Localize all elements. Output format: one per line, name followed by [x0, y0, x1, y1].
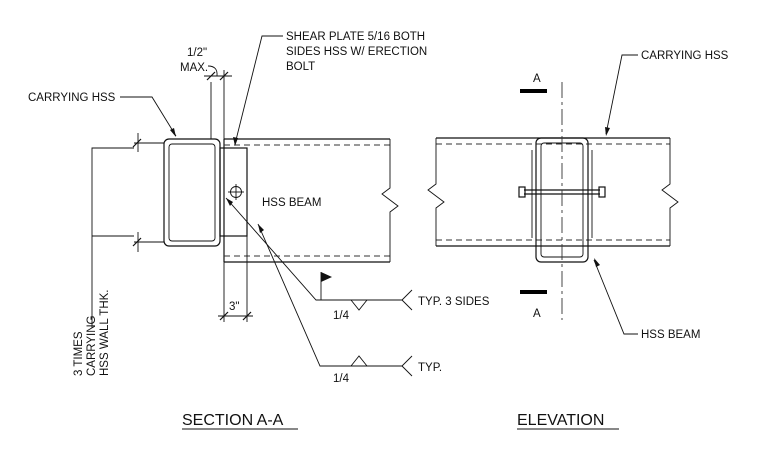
leader-elev-carrying-hss [605, 54, 638, 135]
wall-thk-note: 3 TIMES CARRYING HSS WALL THK. [73, 290, 111, 377]
elev-carrying-hss-label: CARRYING HSS [641, 50, 729, 62]
gap-dim-note: MAX. [180, 62, 208, 74]
shear-plate-note-line2: SIDES HSS W/ ERECTION [286, 46, 427, 58]
shear-plate [219, 147, 248, 237]
elev-hss-beam-label: HSS BEAM [641, 329, 700, 341]
beam-break-line [381, 139, 399, 262]
shear-plate-note-line3: BOLT [286, 61, 315, 73]
section-hss-beam-label: HSS BEAM [262, 197, 321, 209]
section-title: SECTION A-A [182, 412, 284, 429]
section-carrying-hss-label: CARRYING HSS [28, 92, 116, 104]
cut-label-bottom: A [533, 308, 541, 320]
weld2-size: 1/4 [333, 373, 350, 385]
leader-shear-plate [234, 35, 283, 145]
leader-carrying-hss [120, 96, 177, 137]
section-a-a-view [91, 35, 413, 377]
leader-elev-hss-beam [593, 259, 638, 335]
gap-dim-value: 1/2" [187, 47, 207, 59]
elevation-title: ELEVATION [517, 412, 604, 429]
wall-thk-line1: 3 TIMES [73, 331, 85, 376]
weld1-size: 1/4 [333, 310, 350, 322]
dim-3in-label: 3" [229, 301, 239, 313]
weld1-note: TYP. 3 SIDES [418, 296, 490, 308]
wall-thk-line3: HSS WALL THK. [99, 290, 111, 377]
carrying-hss-inner-wall [168, 143, 216, 242]
elevation-view [427, 54, 679, 335]
weld2-note: TYP. [418, 362, 442, 374]
weld-symbol-typ [257, 223, 413, 377]
weld-symbol-3-sides [225, 197, 413, 311]
hss-beam-section [223, 138, 399, 263]
carrying-hss-section [163, 138, 221, 247]
shear-plate-note-line1: SHEAR PLATE 5/16 BOTH [286, 31, 425, 43]
wall-thk-line2: CARRYING [86, 315, 98, 376]
cut-label-top: A [533, 73, 541, 85]
elev-break-right [661, 138, 679, 246]
elev-break-left [427, 138, 445, 246]
